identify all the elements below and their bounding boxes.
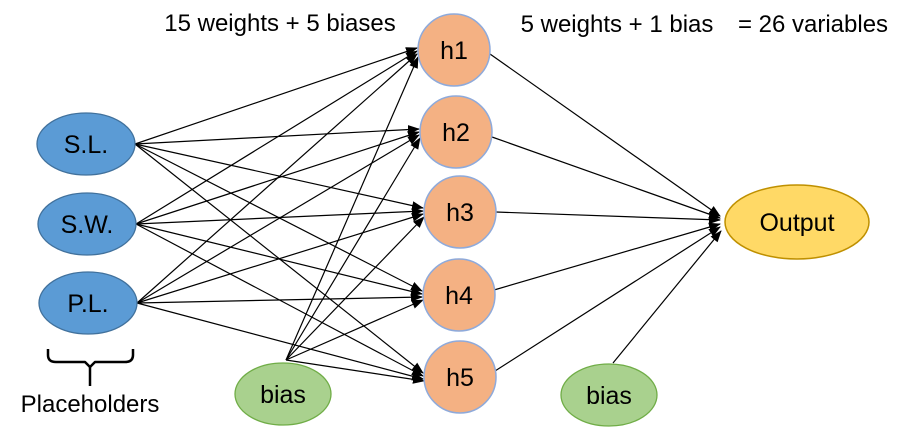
edge-bias2-output xyxy=(612,230,722,364)
edge-pl-h4 xyxy=(136,292,423,304)
edge-pl-h5 xyxy=(136,302,424,381)
input-node-sl: S.L. xyxy=(36,112,136,176)
edge-h3-output xyxy=(495,211,721,225)
input-node-pl-shape xyxy=(38,271,138,335)
input-layer: S.L. S.W. P.L. xyxy=(36,112,138,335)
edge-h2-output xyxy=(491,136,721,219)
hidden-node-h4-shape xyxy=(422,258,496,332)
edge-pl-h2 xyxy=(136,134,420,304)
hidden-node-h4: h4 xyxy=(422,258,496,332)
input-node-sl-shape xyxy=(36,112,136,176)
edge-bias1-h5 xyxy=(285,359,425,384)
edge-bias1-h1 xyxy=(285,56,419,361)
edge-h4-output xyxy=(493,222,721,291)
hidden-node-h3-label: h3 xyxy=(446,199,474,227)
hidden-node-h5-shape xyxy=(423,340,497,414)
output-bias-node-shape xyxy=(560,363,658,427)
input-node-sw-label: S.W. xyxy=(61,211,114,239)
annotations: 15 weights + 5 biases 5 weights + 1 bias… xyxy=(21,10,888,418)
edge-pl-h1 xyxy=(136,53,418,304)
bias-nodes: bias bias xyxy=(234,362,658,427)
output-layer-params-text: 5 weights + 1 bias xyxy=(521,11,714,38)
placeholders-brace xyxy=(46,349,135,386)
output-bias-node: bias xyxy=(560,363,658,427)
input-node-sw-shape xyxy=(37,192,137,256)
edge-bias1-h2 xyxy=(285,137,421,361)
output-node-shape xyxy=(724,184,870,260)
edge-pl-h3 xyxy=(136,212,424,304)
hidden-node-h4-label: h4 xyxy=(445,282,473,310)
edge-bias-to-output xyxy=(612,230,722,364)
hidden-node-h1-shape xyxy=(417,13,491,87)
edge-bias1-h4 xyxy=(285,299,424,361)
output-node: Output xyxy=(724,184,870,260)
hidden-node-h5: h5 xyxy=(423,340,497,414)
hidden-node-h3: h3 xyxy=(423,175,497,249)
hidden-node-h1: h1 xyxy=(417,13,491,87)
hidden-node-h1-label: h1 xyxy=(440,37,468,65)
hidden-layer: h1 h2 h3 h4 h5 xyxy=(417,13,497,414)
hidden-node-h5-label: h5 xyxy=(446,364,474,392)
input-node-pl: P.L. xyxy=(38,271,138,335)
hidden-layer-params-text: 15 weights + 5 biases xyxy=(164,10,395,37)
edges-bias-to-hidden xyxy=(285,56,425,384)
edge-sl-h1 xyxy=(134,47,418,145)
edges-hidden-to-output xyxy=(489,53,721,372)
hidden-node-h2: h2 xyxy=(419,95,493,169)
input-node-pl-label: P.L. xyxy=(67,290,108,318)
output-bias-node-label: bias xyxy=(586,382,632,410)
hidden-bias-node-label: bias xyxy=(260,381,306,409)
hidden-bias-node-shape xyxy=(234,362,332,426)
input-node-sw: S.W. xyxy=(37,192,137,256)
placeholders-text: Placeholders xyxy=(21,391,160,418)
hidden-node-h3-shape xyxy=(423,175,497,249)
edge-sw-h1 xyxy=(135,50,418,225)
edge-h5-output xyxy=(494,226,721,372)
brace-icon xyxy=(46,349,135,369)
edge-h1-output xyxy=(489,53,721,217)
hidden-node-h2-label: h2 xyxy=(442,119,470,147)
hidden-bias-node: bias xyxy=(234,362,332,426)
output-node-label: Output xyxy=(759,209,834,237)
edges-input-to-hidden xyxy=(134,47,424,381)
total-variables-text: = 26 variables xyxy=(738,11,888,38)
hidden-node-h2-shape xyxy=(419,95,493,169)
edge-bias1-h3 xyxy=(285,216,425,361)
input-node-sl-label: S.L. xyxy=(64,131,108,159)
